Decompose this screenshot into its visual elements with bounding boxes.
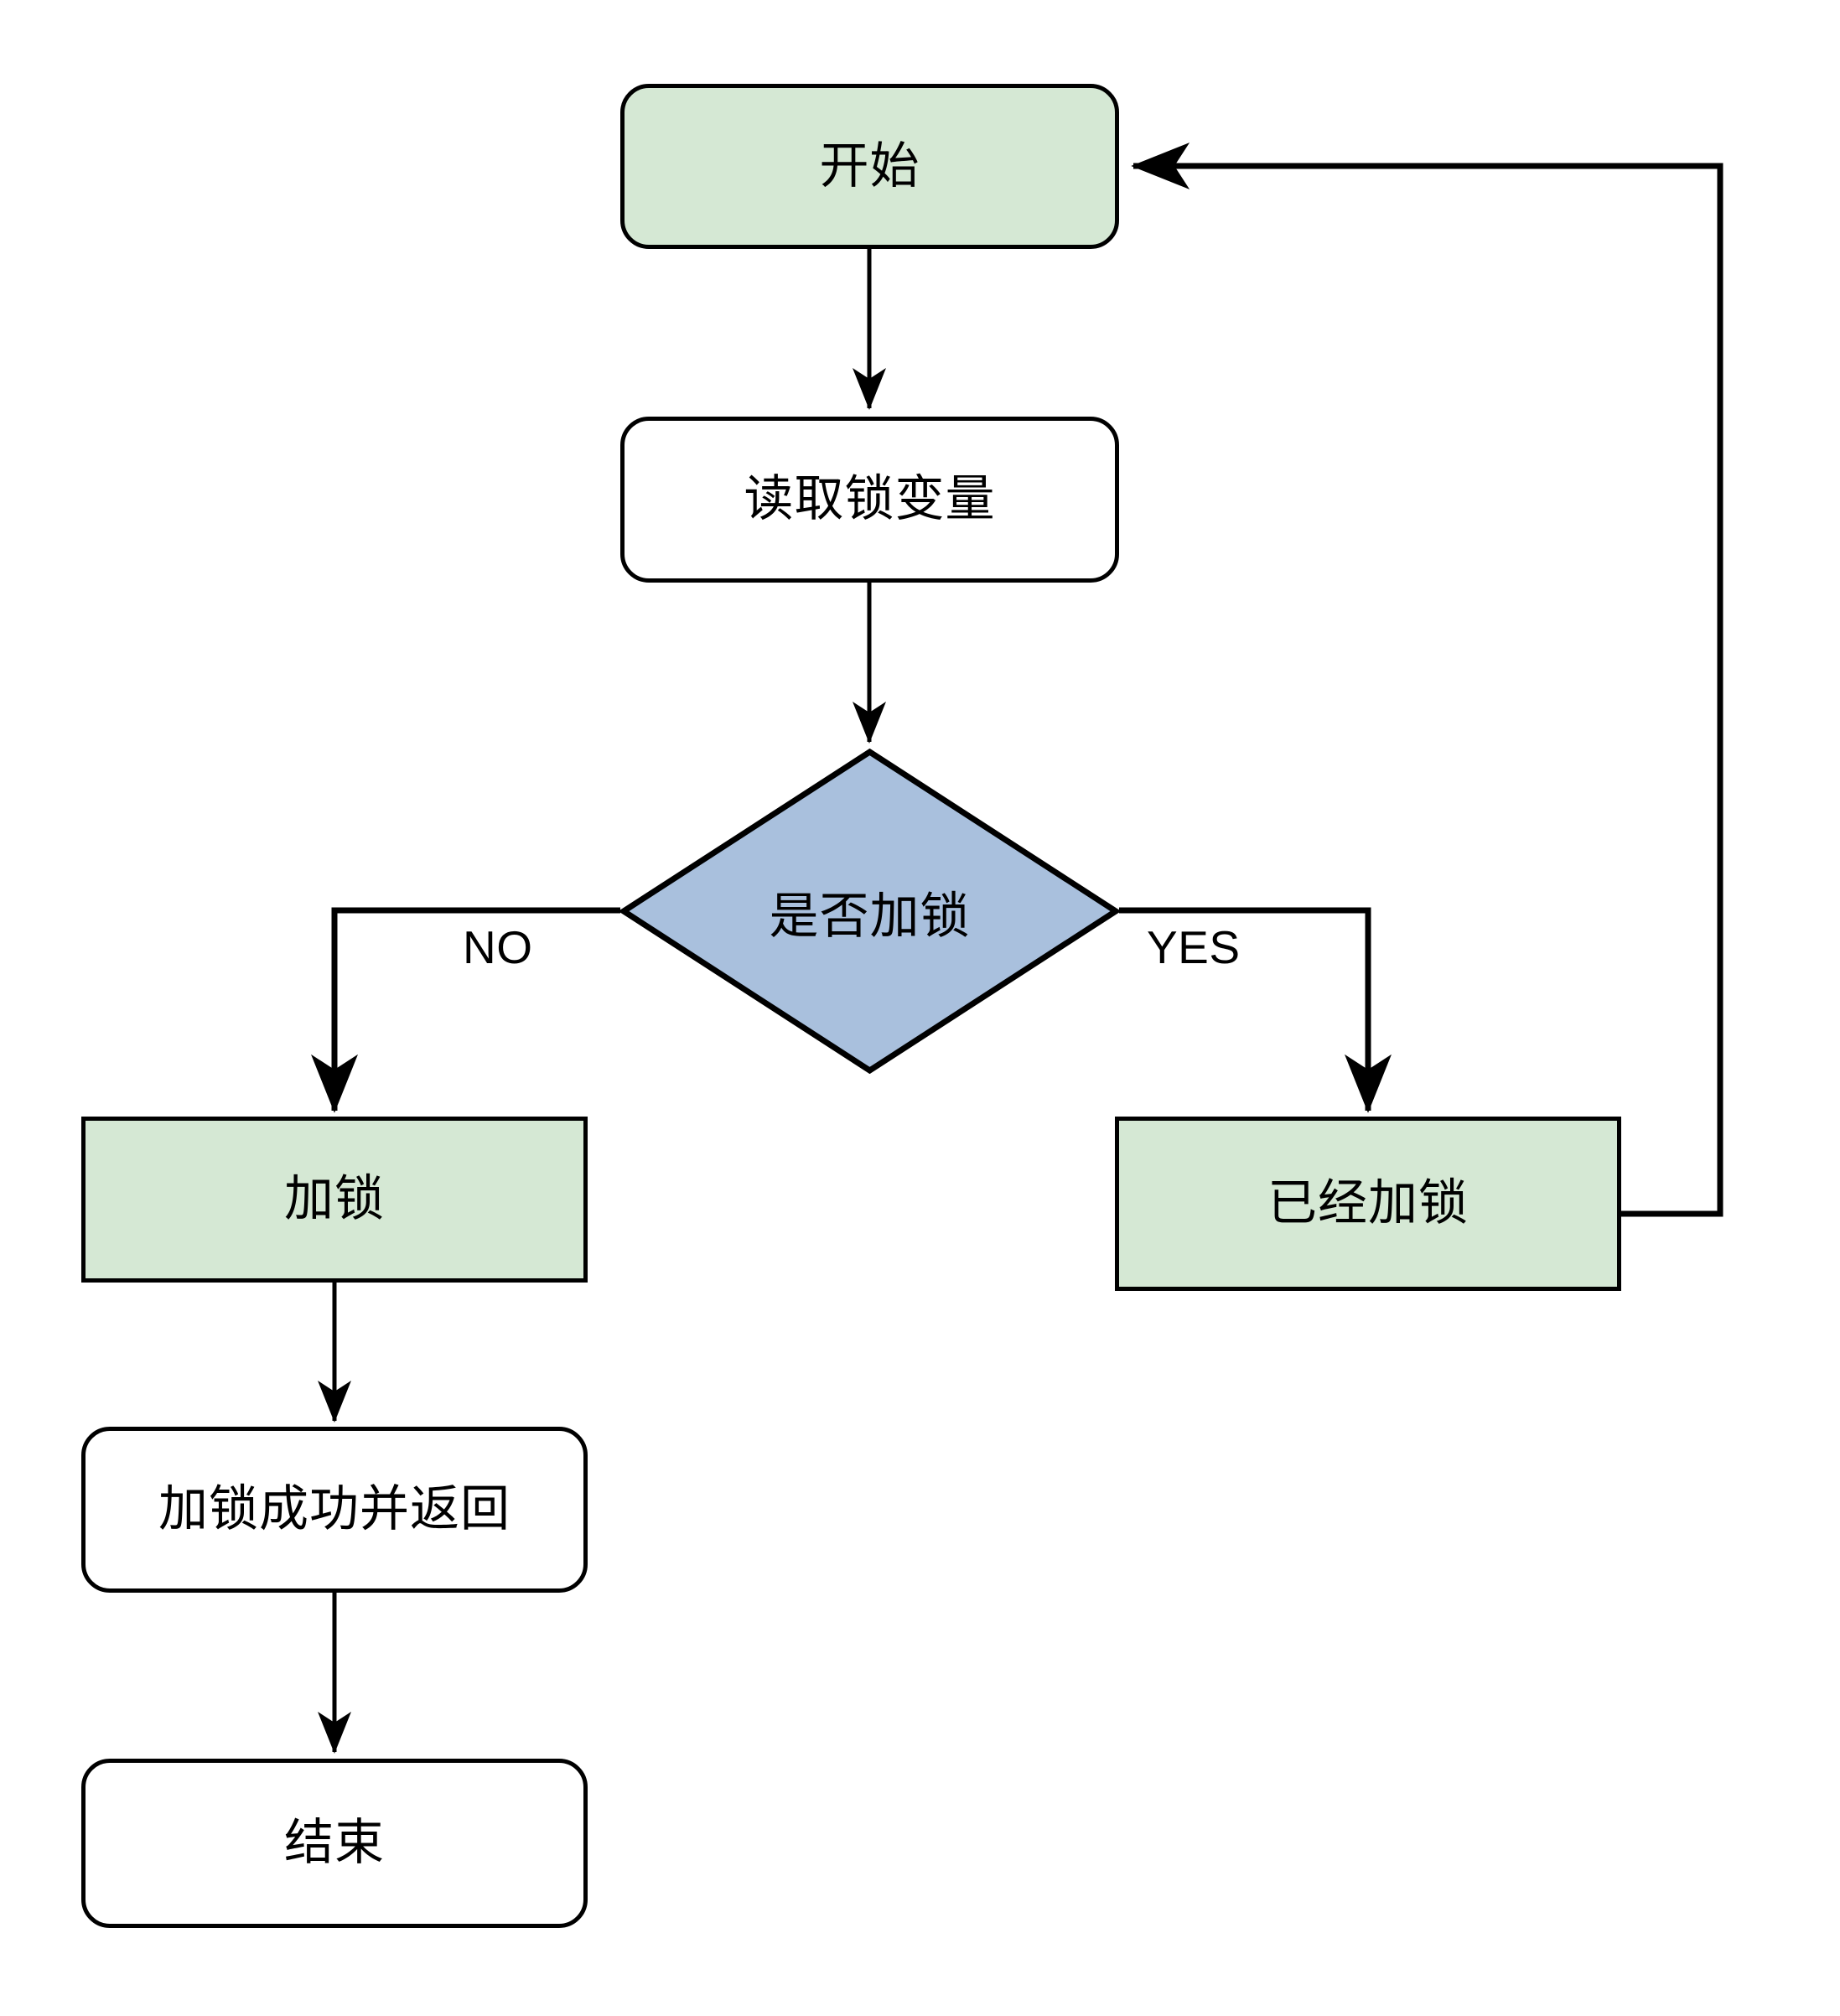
- diamond-shape: [620, 749, 1119, 1074]
- node-is-locked-label: 是否加锁: [769, 888, 971, 944]
- node-lock-success-return-label: 加锁成功并返回: [158, 1481, 511, 1537]
- node-acquire-lock-label: 加锁: [283, 1171, 385, 1227]
- node-already-locked-label: 已经加锁: [1267, 1175, 1469, 1231]
- node-read-lock-var-label: 读取锁变量: [744, 471, 996, 527]
- edge-already-locked-to-start-loop: [1131, 143, 1723, 1217]
- node-start[interactable]: 开始: [620, 84, 1119, 249]
- node-already-locked[interactable]: 已经加锁: [1115, 1117, 1621, 1291]
- node-is-locked[interactable]: 是否加锁: [620, 749, 1119, 1074]
- node-end-label: 结束: [283, 1815, 385, 1871]
- node-lock-success-return[interactable]: 加锁成功并返回: [81, 1427, 588, 1593]
- node-end[interactable]: 结束: [81, 1759, 588, 1928]
- node-acquire-lock[interactable]: 加锁: [81, 1117, 588, 1283]
- edge-label-no: NO: [463, 921, 533, 973]
- node-read-lock-var[interactable]: 读取锁变量: [620, 417, 1119, 583]
- node-start-label: 开始: [819, 137, 920, 194]
- edge-label-yes: YES: [1147, 921, 1241, 973]
